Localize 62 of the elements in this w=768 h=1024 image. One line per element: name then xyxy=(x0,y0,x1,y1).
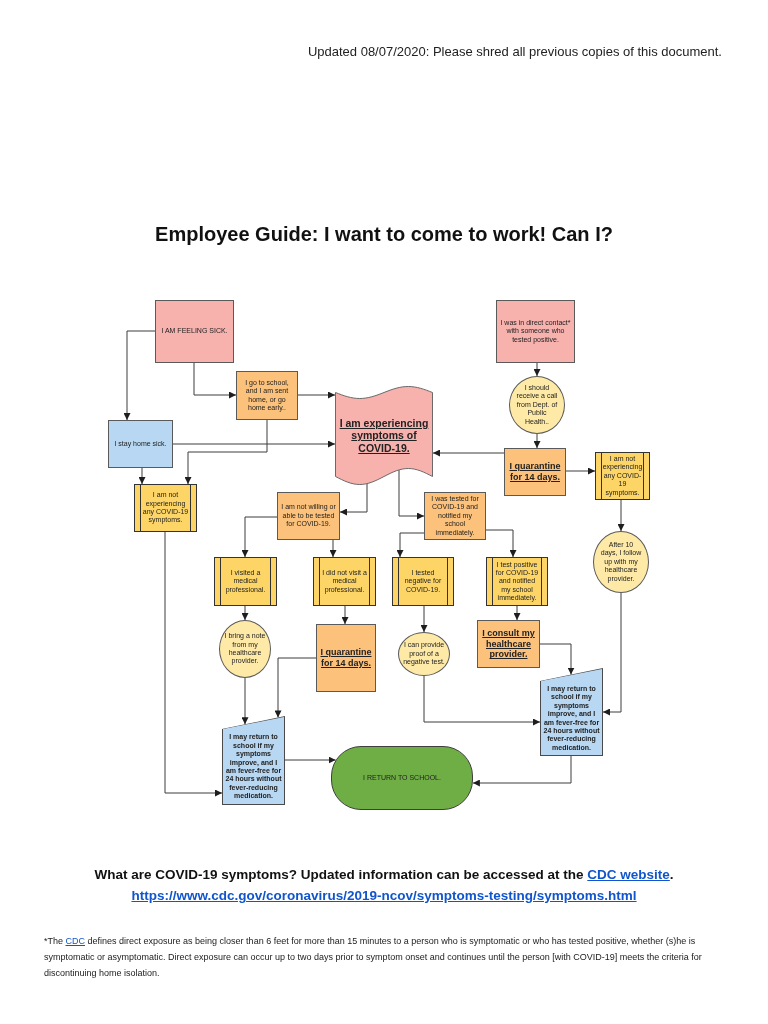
process-box xyxy=(214,557,277,606)
step-box xyxy=(316,624,376,692)
arrow xyxy=(396,532,425,558)
step-text: I quarantine for 14 days. xyxy=(319,647,373,669)
arrow xyxy=(241,677,249,725)
arrow xyxy=(138,467,146,485)
url-link: https://www.cdc.gov/coronavirus/2019-ncov/symptoms-testing/symptoms.html xyxy=(131,888,637,904)
text-link: CDC website xyxy=(587,867,670,882)
arrow xyxy=(423,675,541,726)
footnote: *The CDC defines direct exposure as being closer than 6 feet for more than 15 minutes to a person who is symptomatic or who has tested positive, whether (s)he is symptomatic or asymptomatic. Direct exposure can occur up to two days prior to symptom onset and continues until the person [with COVID-19] meets the criteria for discontinuing home isolation. xyxy=(44,935,703,980)
manual-input-shape xyxy=(222,716,285,805)
step-oval xyxy=(398,632,450,676)
process-box xyxy=(313,557,376,606)
step-box xyxy=(424,492,486,540)
process-box xyxy=(392,557,454,606)
arrow xyxy=(164,531,223,797)
step-box xyxy=(277,492,340,540)
process-box xyxy=(134,484,197,532)
arrow xyxy=(432,449,505,457)
step-oval xyxy=(219,620,271,678)
arrow xyxy=(513,605,521,621)
arrow xyxy=(172,440,336,448)
arrow xyxy=(617,499,625,532)
arrow xyxy=(539,643,575,676)
process-box xyxy=(486,557,548,606)
arrow xyxy=(274,657,317,718)
process-box xyxy=(595,452,650,500)
step-oval xyxy=(593,531,649,593)
arrow xyxy=(602,592,622,716)
arrow xyxy=(472,755,572,787)
update-note: Updated 08/07/2020: Please shred all previous copies of this document. xyxy=(307,44,722,59)
arrow xyxy=(420,605,428,633)
arrow xyxy=(297,391,336,399)
terminator-shape xyxy=(331,746,473,810)
step-box xyxy=(504,448,566,496)
manual-input-shape xyxy=(540,668,603,756)
arrow xyxy=(193,362,237,399)
step-oval xyxy=(509,376,565,434)
arrow xyxy=(533,433,541,449)
arrow xyxy=(241,516,278,558)
arrow xyxy=(123,330,156,421)
step-box xyxy=(108,420,173,468)
arrow xyxy=(341,605,349,625)
arrow xyxy=(339,483,368,516)
step-text: I quarantine for 14 days. xyxy=(508,461,562,483)
info-text: What are COVID-19 symptoms? Updated information can be accessed at the CDC website. xyxy=(94,867,674,883)
step-box xyxy=(477,620,540,668)
page-title: Employee Guide: I want to come to work! Can I? xyxy=(155,222,613,246)
step-box xyxy=(236,371,298,420)
arrow xyxy=(241,605,249,621)
step-text: I consult my healthcare provider. xyxy=(481,627,536,661)
arrow xyxy=(533,362,541,377)
arrow xyxy=(485,529,517,558)
arrow xyxy=(565,467,596,475)
text-link: CDC xyxy=(65,936,86,946)
step-text: I am experiencing symptoms of COVID-19. xyxy=(338,416,430,455)
arrow xyxy=(329,539,337,558)
arrow xyxy=(284,756,337,764)
arrow xyxy=(398,469,425,520)
step-box xyxy=(155,300,234,363)
step-box xyxy=(496,300,575,363)
arrow xyxy=(184,419,268,485)
